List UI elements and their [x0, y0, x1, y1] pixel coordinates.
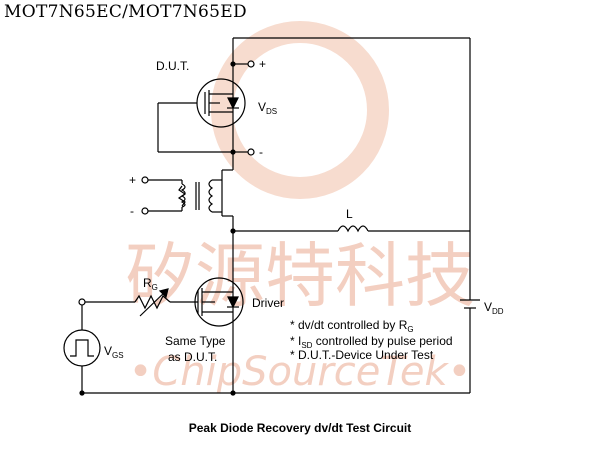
document-title: MOT7N65EC/MOT7N65ED — [4, 2, 247, 22]
svg-text:VDD: VDD — [484, 300, 504, 316]
note-rg-sub: G — [407, 325, 413, 334]
note-isd-sub: SD — [301, 341, 312, 350]
note-isd-b: controlled by pulse period — [312, 334, 452, 348]
svg-text:* dv/dt controlled by RG: * dv/dt controlled by RG — [290, 318, 414, 334]
vgs-sub: GS — [112, 351, 124, 360]
inductor-label: L — [346, 207, 353, 221]
dut-mosfet — [196, 78, 246, 128]
watermark: 矽源特科技 •ChipSourceTek• — [125, 21, 475, 395]
source-minus-label: - — [130, 204, 134, 218]
vgs-source — [63, 329, 101, 367]
source-plus-label: + — [129, 173, 136, 187]
vdd-label: V — [484, 300, 492, 314]
minus-label: - — [259, 145, 263, 159]
rg-label: R — [143, 276, 152, 290]
svg-text:VGS: VGS — [104, 344, 124, 360]
watermark-logo-icon — [211, 21, 389, 199]
inductor — [337, 225, 369, 233]
svg-text:RG: RG — [143, 276, 158, 292]
transformer — [177, 179, 222, 213]
vds-sub: DS — [266, 107, 277, 116]
wires — [81, 37, 480, 394]
terminals — [78, 60, 255, 306]
dut-label: D.U.T. — [156, 59, 189, 73]
driver-label: Driver — [252, 296, 284, 310]
same-type-line1: Same Type — [165, 334, 226, 348]
watermark-cn: 矽源特科技 — [125, 235, 475, 317]
svg-text:VDS: VDS — [258, 100, 277, 116]
same-type-line2: as D.U.T. — [168, 350, 217, 364]
vdd-sub: DD — [492, 307, 504, 316]
figure-caption: Peak Diode Recovery dv/dt Test Circuit — [188, 421, 412, 435]
note-rg: * dv/dt controlled by R — [290, 318, 408, 332]
note-dut: * D.U.T.-Device Under Test — [290, 348, 434, 362]
rg-sub: G — [152, 283, 158, 292]
plus-label: + — [259, 57, 266, 71]
svg-text:* ISD controlled by pulse peri: * ISD controlled by pulse period — [290, 334, 453, 350]
vds-label: V — [258, 100, 266, 114]
note-isd-a: * I — [290, 334, 301, 348]
resistor-rg — [134, 288, 171, 317]
vgs-label: V — [104, 344, 112, 358]
driver-mosfet — [194, 276, 244, 327]
watermark-en: •ChipSourceTek• — [129, 349, 472, 395]
